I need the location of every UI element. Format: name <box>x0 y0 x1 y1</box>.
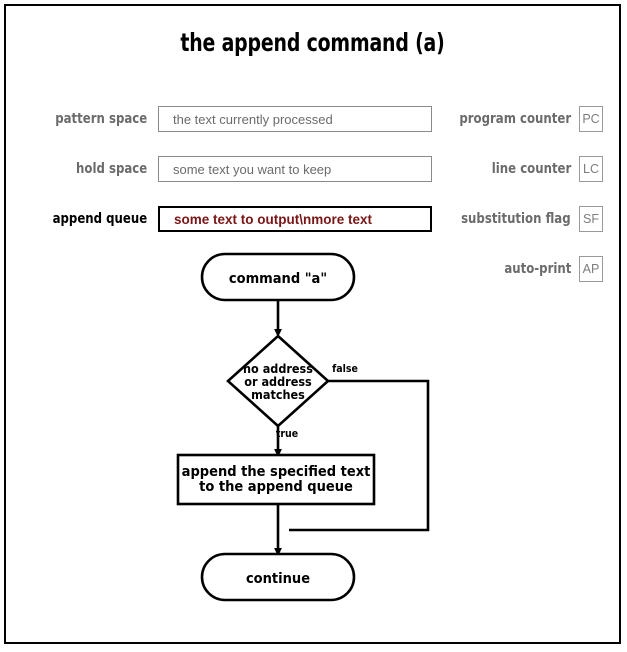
diagram-frame: the append command (a) pattern space the… <box>4 4 621 644</box>
register-field-append-queue[interactable]: some text to output\nmore text <box>158 206 432 232</box>
flow-edge-false <box>289 379 430 532</box>
flow-node-start-label: command "a" <box>229 271 327 287</box>
register-field-pattern-space[interactable]: the text currently processed <box>158 106 432 132</box>
flag-badge-substitution-flag[interactable]: SF <box>579 206 603 232</box>
flag-badge-program-counter[interactable]: PC <box>579 106 603 132</box>
flow-node-process-line1: append the specified text <box>182 464 371 480</box>
flag-row-program-counter: program counter PC <box>446 106 603 132</box>
flag-label-program-counter: program counter <box>459 111 571 127</box>
flag-row-auto-print: auto-print AP <box>496 256 603 282</box>
register-field-hold-space[interactable]: some text you want to keep <box>158 156 432 182</box>
register-row-hold-space: hold space some text you want to keep <box>26 156 436 182</box>
flow-node-end[interactable] <box>200 552 356 602</box>
flow-node-process-line2: to the append queue <box>199 479 353 495</box>
flag-badge-line-counter[interactable]: LC <box>579 156 603 182</box>
flag-row-line-counter: line counter LC <box>482 156 603 182</box>
flow-node-decision-line3: matches <box>251 387 305 402</box>
flag-label-line-counter: line counter <box>491 161 571 177</box>
register-label-pattern-space: pattern space <box>55 111 148 127</box>
register-label-append-queue: append queue <box>52 211 148 227</box>
flow-node-end-label: continue <box>246 571 310 587</box>
flow-edge-false-label: false <box>332 363 358 375</box>
flag-label-substitution-flag: substitution flag <box>461 211 571 227</box>
register-label-hold-space: hold space <box>76 161 148 177</box>
flowchart: command "a" no address or address matche… <box>176 252 430 602</box>
flow-edge-true-label: true <box>276 428 298 440</box>
flag-label-auto-print: auto-print <box>503 261 571 277</box>
flag-row-substitution-flag: substitution flag SF <box>448 206 603 232</box>
register-row-pattern-space: pattern space the text currently process… <box>26 106 436 132</box>
register-row-append-queue: append queue some text to output\nmore t… <box>26 206 436 232</box>
flow-node-decision-line2: or address <box>244 374 312 389</box>
flow-node-decision-line1: no address <box>243 361 313 376</box>
flag-badge-auto-print[interactable]: AP <box>579 256 603 282</box>
flow-node-process[interactable] <box>176 453 376 506</box>
page-title: the append command (a) <box>180 28 445 57</box>
